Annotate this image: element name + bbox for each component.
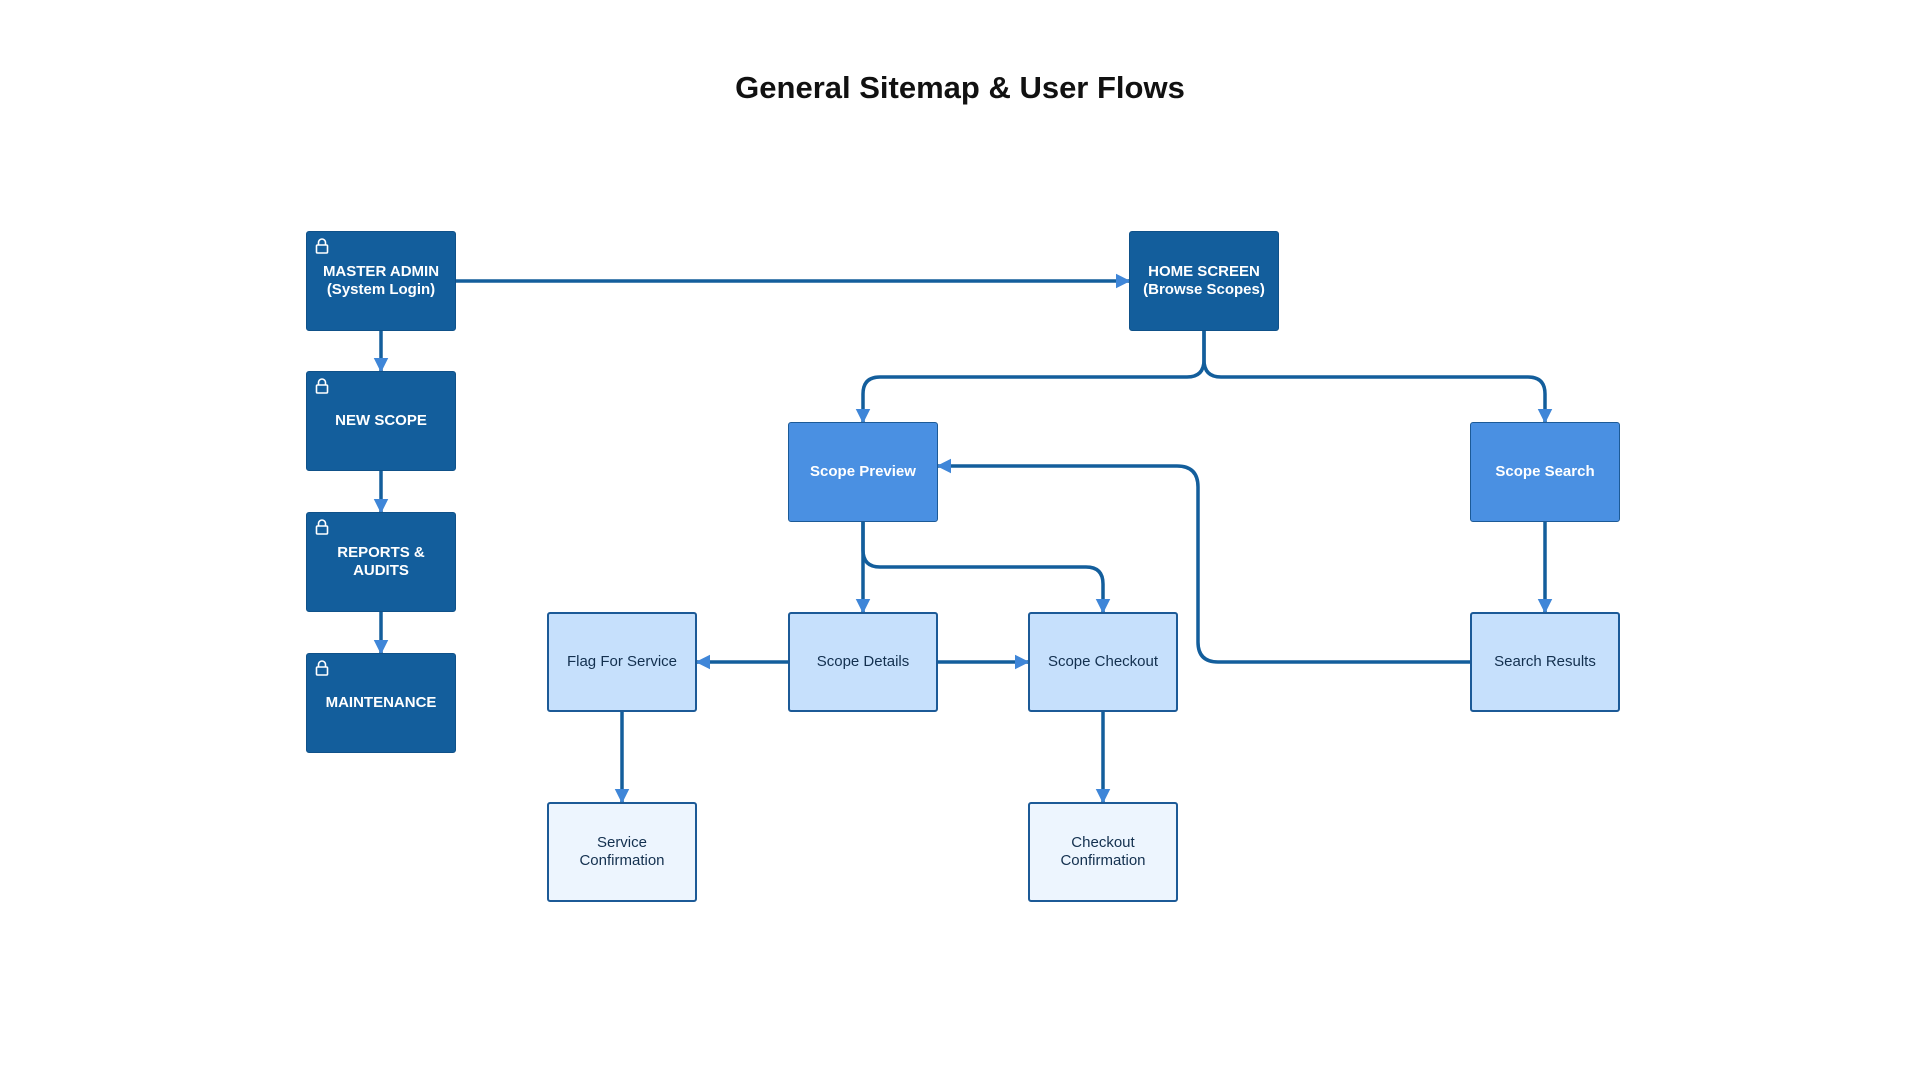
node-label: Scope Details (816, 653, 910, 670)
edge-home-to-scope-search (1202, 329, 1553, 424)
node-master-admin[interactable]: MASTER ADMIN (System Login) (306, 231, 456, 331)
node-label: Scope Preview (810, 463, 916, 480)
node-scope-preview[interactable]: Scope Preview (788, 422, 938, 522)
page-title: General Sitemap & User Flows (735, 70, 1185, 105)
edge-results-to-preview (936, 458, 1472, 664)
node-checkout-confirmation[interactable]: Checkout Confirmation (1028, 802, 1178, 902)
lock-icon (315, 378, 329, 394)
lock-icon (315, 519, 329, 535)
node-search-results[interactable]: Search Results (1470, 612, 1620, 712)
node-label: Search Results (1494, 653, 1596, 670)
node-label: MASTER ADMIN (System Login) (322, 263, 440, 298)
edge-home-to-scope-preview (855, 329, 1206, 424)
node-flag-for-service[interactable]: Flag For Service (547, 612, 697, 712)
node-reports-audits[interactable]: REPORTS & AUDITS (306, 512, 456, 612)
node-label: Scope Checkout (1047, 653, 1159, 670)
node-label: Checkout Confirmation (1060, 834, 1146, 869)
node-scope-search[interactable]: Scope Search (1470, 422, 1620, 522)
node-label: Service Confirmation (579, 834, 665, 869)
node-label: MAINTENANCE (325, 694, 437, 711)
edge-scope-preview-to-checkout (861, 520, 1111, 614)
lock-icon (315, 238, 329, 254)
node-scope-checkout[interactable]: Scope Checkout (1028, 612, 1178, 712)
node-label: Flag For Service (566, 653, 678, 670)
node-new-scope[interactable]: NEW SCOPE (306, 371, 456, 471)
node-label: Scope Search (1495, 463, 1595, 480)
node-label: HOME SCREEN (Browse Scopes) (1143, 263, 1265, 298)
node-label: REPORTS & AUDITS (337, 544, 425, 579)
node-scope-details[interactable]: Scope Details (788, 612, 938, 712)
node-maintenance[interactable]: MAINTENANCE (306, 653, 456, 753)
lock-icon (315, 660, 329, 676)
node-service-confirmation[interactable]: Service Confirmation (547, 802, 697, 902)
node-home-screen[interactable]: HOME SCREEN (Browse Scopes) (1129, 231, 1279, 331)
node-label: NEW SCOPE (335, 412, 427, 429)
